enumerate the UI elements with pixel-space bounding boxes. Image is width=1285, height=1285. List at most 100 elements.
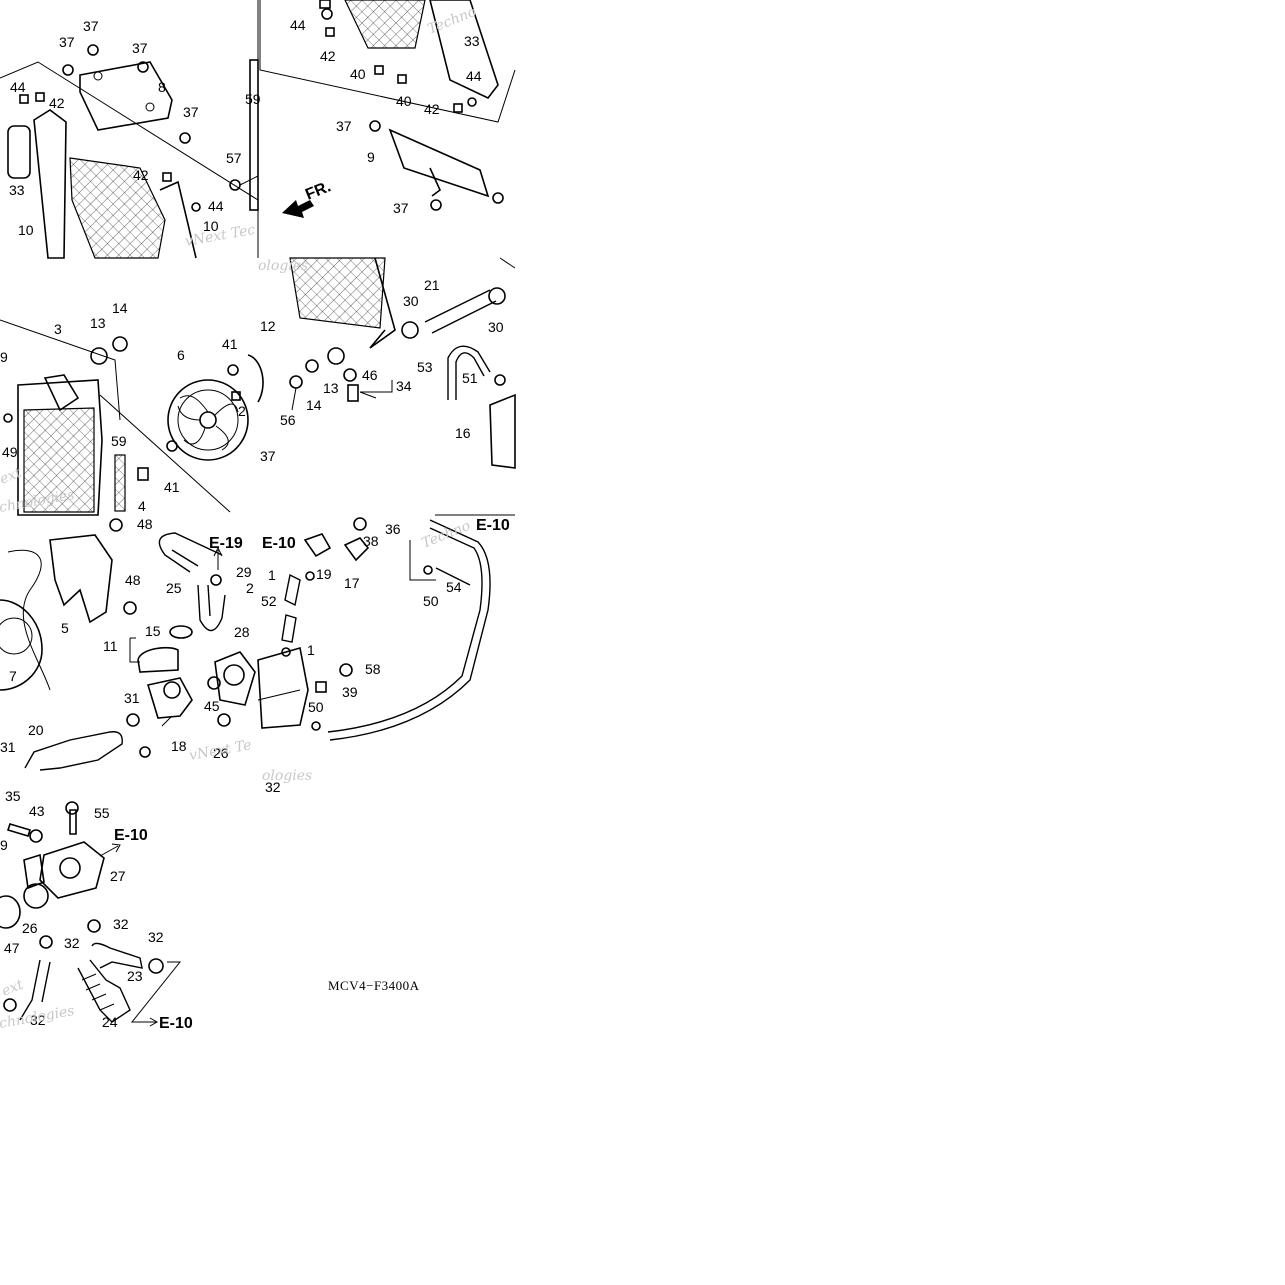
- part-label: 44: [290, 17, 306, 33]
- ref-label: E-19: [209, 535, 243, 552]
- watermark-text: ext: [0, 977, 26, 1000]
- part-label: 33: [9, 182, 25, 198]
- part-label: 57: [226, 150, 242, 166]
- part-label: 40: [396, 93, 412, 109]
- front-direction-label: FR.: [303, 178, 333, 203]
- part-label: 9: [0, 349, 8, 365]
- part-label: 49: [2, 444, 18, 460]
- part-label: 58: [365, 661, 381, 677]
- part-label: 32: [265, 779, 281, 795]
- part-label: 48: [137, 516, 153, 532]
- part-label: 52: [261, 593, 277, 609]
- part-label: 6: [177, 347, 185, 363]
- part-label: 56: [280, 412, 296, 428]
- watermark-text: vNext Tec: [184, 222, 257, 250]
- part-label: 40: [350, 66, 366, 82]
- part-label: 43: [29, 803, 45, 819]
- part-label: 27: [110, 868, 126, 884]
- part-label: 2: [246, 580, 254, 596]
- part-label: 36: [385, 521, 401, 537]
- part-label: 16: [455, 425, 471, 441]
- part-label: 32: [148, 929, 164, 945]
- part-label: 41: [164, 479, 180, 495]
- part-label: 26: [213, 745, 229, 761]
- part-label: 23: [127, 968, 143, 984]
- part-label: 8: [158, 79, 166, 95]
- part-label: 9: [0, 837, 8, 853]
- part-label: 17: [344, 575, 360, 591]
- part-label: 33: [464, 33, 480, 49]
- cross-references: E-19 E-10 E-10 E-10 E-10: [99, 517, 510, 1032]
- panel-radiator-left: [0, 0, 259, 259]
- part-label: 19: [316, 566, 332, 582]
- part-label: 20: [28, 722, 44, 738]
- part-label: 7: [9, 668, 17, 684]
- panel-fan-shroud: [0, 319, 264, 516]
- part-label: 24: [102, 1014, 118, 1030]
- ref-label: E-10: [476, 517, 510, 534]
- part-label: 48: [125, 572, 141, 588]
- part-label: 11: [103, 638, 118, 654]
- part-label: 32: [64, 935, 80, 951]
- part-label: 41: [222, 336, 238, 352]
- watermark-text: ologies: [258, 258, 308, 274]
- part-label: 10: [18, 222, 34, 238]
- part-label: 53: [417, 359, 433, 375]
- front-direction-arrow: [282, 200, 314, 218]
- watermark-text: ologies: [262, 768, 312, 784]
- panel-fan-motor-pipes: [0, 518, 256, 771]
- watermark-text: Techno: [420, 518, 473, 552]
- part-label: 34: [396, 378, 412, 394]
- part-label: 26: [22, 920, 38, 936]
- part-label: 30: [403, 293, 419, 309]
- diagram-code: MCV4−F3400A: [328, 978, 420, 993]
- part-label: 2: [238, 403, 246, 419]
- part-label: 15: [145, 623, 161, 639]
- part-label: 14: [306, 397, 322, 413]
- part-label: 42: [133, 167, 149, 183]
- part-label: 13: [323, 380, 339, 396]
- part-label: 21: [424, 277, 440, 293]
- part-label: 50: [423, 593, 439, 609]
- part-labels: 44 42 40 40 33 44 42 37 9 37 37 37 37 8 …: [0, 17, 504, 1030]
- panel-thermostat-housing: [0, 801, 182, 1023]
- part-label: 37: [132, 40, 148, 56]
- part-label: 44: [208, 198, 224, 214]
- part-label: 59: [111, 433, 127, 449]
- part-label: 32: [113, 916, 129, 932]
- part-label: 37: [260, 448, 276, 464]
- part-label: 38: [363, 533, 379, 549]
- part-label: 3: [54, 321, 62, 337]
- ref-label: E-10: [262, 535, 296, 552]
- part-label: 1: [268, 567, 276, 583]
- part-label: 37: [393, 200, 409, 216]
- part-label: 31: [0, 739, 16, 755]
- part-label: 4: [138, 498, 146, 514]
- part-label: 28: [234, 624, 250, 640]
- part-label: 1: [307, 642, 315, 658]
- part-label: 42: [424, 101, 440, 117]
- panel-thermo-switch: [289, 257, 516, 469]
- part-label: 13: [90, 315, 106, 331]
- panel-reservoir: [257, 514, 515, 741]
- part-label: 31: [124, 690, 140, 706]
- part-label: 50: [308, 699, 324, 715]
- part-label: 5: [61, 620, 69, 636]
- part-label: 37: [59, 34, 75, 50]
- part-label: 37: [83, 18, 99, 34]
- part-label: 9: [367, 149, 375, 165]
- part-label: 54: [446, 579, 462, 595]
- part-label: 12: [260, 318, 276, 334]
- part-label: 35: [5, 788, 21, 804]
- part-label: 14: [112, 300, 128, 316]
- part-label: 37: [183, 104, 199, 120]
- watermark-text: ext: [0, 465, 24, 488]
- part-label: 29: [236, 564, 252, 580]
- part-label: 32: [30, 1012, 46, 1028]
- part-label: 37: [336, 118, 352, 134]
- part-label: 25: [166, 580, 182, 596]
- ref-label: E-10: [114, 827, 148, 844]
- part-label: 51: [462, 370, 478, 386]
- ref-label: E-10: [159, 1015, 193, 1032]
